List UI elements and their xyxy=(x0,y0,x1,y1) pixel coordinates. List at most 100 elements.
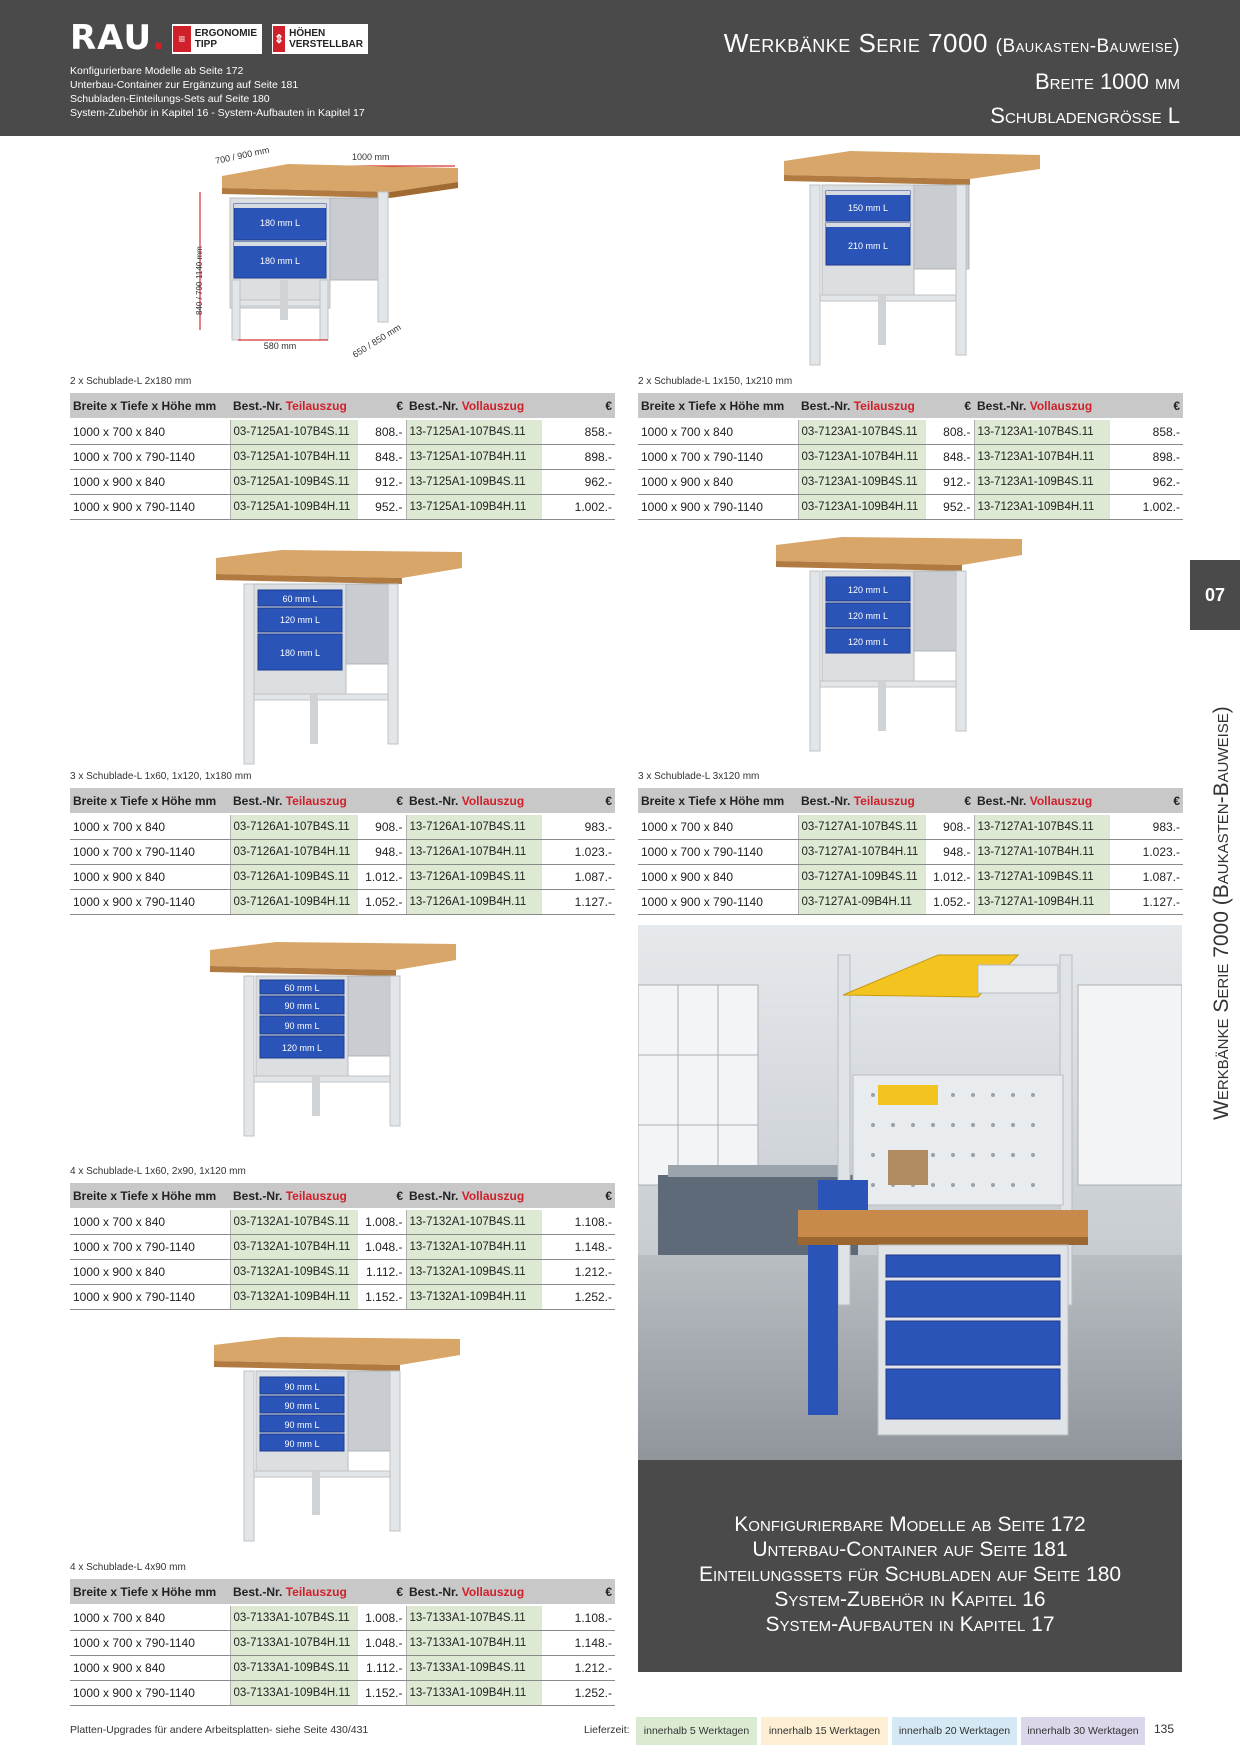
price-cell: 912.- xyxy=(358,469,406,495)
price-cell: 908.- xyxy=(358,814,406,840)
size-cell: 1000 x 900 x 790-1140 xyxy=(70,1680,230,1706)
size-cell: 1000 x 700 x 790-1140 xyxy=(70,1234,230,1260)
article-number-cell: 03-7133A1-107B4H.11 xyxy=(229,1630,358,1656)
col-vollauszug: Best.-Nr. Vollauszug xyxy=(974,788,1110,815)
size-cell: 1000 x 700 x 840 xyxy=(638,814,798,840)
drawer-label: 180 mm L xyxy=(280,648,320,658)
price-cell: 858.- xyxy=(1110,419,1183,445)
price-cell: 983.- xyxy=(1110,814,1183,840)
article-number-cell: 13-7123A1-109B4H.11 xyxy=(973,494,1110,520)
size-cell: 1000 x 900 x 790-1140 xyxy=(70,494,230,520)
article-number-cell: 03-7125A1-107B4H.11 xyxy=(229,444,358,470)
rau-logo: RAU. xyxy=(70,18,166,58)
size-cell: 1000 x 700 x 790-1140 xyxy=(70,444,230,470)
dim-width-label: 1000 mm xyxy=(352,152,390,162)
footer-note: Platten-Upgrades für andere Arbeitsplatt… xyxy=(70,1724,369,1736)
size-cell: 1000 x 900 x 790-1140 xyxy=(70,1284,230,1310)
article-number-cell: 13-7133A1-107B4S.11 xyxy=(405,1605,542,1631)
price-cell: 952.- xyxy=(358,494,406,520)
article-number-cell: 13-7127A1-109B4H.11 xyxy=(973,889,1110,915)
price-cell: 1.002.- xyxy=(1110,494,1183,520)
size-cell: 1000 x 700 x 840 xyxy=(70,1209,230,1235)
size-cell: 1000 x 700 x 790-1140 xyxy=(638,839,798,865)
size-cell: 1000 x 900 x 790-1140 xyxy=(70,889,230,915)
price-cell: 1.112.- xyxy=(358,1655,406,1681)
price-cell: 1.087.- xyxy=(1110,864,1183,890)
delivery-badge-20: innerhalb 20 Werktagen xyxy=(892,1717,1017,1745)
info-line: Konfigurierbare Modelle ab Seite 172 xyxy=(734,1513,1086,1536)
col-teilauszug: Best.-Nr. Teilauszug xyxy=(230,1183,358,1210)
price-cell: 962.- xyxy=(542,469,615,495)
col-eur: € xyxy=(358,788,406,815)
col-size: Breite x Tiefe x Höhe mm xyxy=(70,1183,230,1210)
col-eur: € xyxy=(358,1183,406,1210)
price-cell: 908.- xyxy=(926,814,974,840)
page-number: 135 xyxy=(1154,1722,1175,1736)
price-cell: 1.008.- xyxy=(358,1605,406,1631)
delivery-badge-5: innerhalb 5 Werktagen xyxy=(636,1717,757,1745)
drawer-label: 180 mm L xyxy=(260,218,300,228)
delivery-badge-15: innerhalb 15 Werktagen xyxy=(761,1717,888,1745)
workbench-image-3: 60 mm L 120 mm L 180 mm L xyxy=(216,550,462,765)
col-size: Breite x Tiefe x Höhe mm xyxy=(70,393,230,420)
drawer-label: 120 mm L xyxy=(282,1043,322,1053)
price-cell: 1.212.- xyxy=(542,1655,615,1681)
price-cell: 1.008.- xyxy=(358,1209,406,1235)
article-number-cell: 03-7125A1-107B4S.11 xyxy=(229,419,358,445)
price-cell: 948.- xyxy=(926,839,974,865)
article-number-cell: 03-7125A1-109B4S.11 xyxy=(229,469,358,495)
article-number-cell: 13-7123A1-109B4S.11 xyxy=(973,469,1110,495)
article-number-cell: 13-7125A1-107B4S.11 xyxy=(405,419,542,445)
article-number-cell: 03-7127A1-109B4S.11 xyxy=(797,864,926,890)
product-caption: 4 x Schublade-L 1x60, 2x90, 1x120 mm xyxy=(70,1166,246,1177)
size-cell: 1000 x 900 x 840 xyxy=(70,469,230,495)
article-number-cell: 03-7123A1-107B4H.11 xyxy=(797,444,926,470)
price-cell: 948.- xyxy=(358,839,406,865)
info-box: Konfigurierbare Modelle ab Seite 172 Unt… xyxy=(638,1460,1182,1672)
info-line: System-Zubehör in Kapitel 16 xyxy=(774,1588,1046,1611)
article-number-cell: 13-7126A1-109B4S.11 xyxy=(405,864,542,890)
ergonomie-icon: ≡ xyxy=(173,26,191,52)
col-size: Breite x Tiefe x Höhe mm xyxy=(638,788,798,815)
article-number-cell: 03-7132A1-109B4H.11 xyxy=(229,1284,358,1310)
drawer-label: 90 mm L xyxy=(284,1382,319,1392)
drawer-label: 90 mm L xyxy=(284,1001,319,1011)
dim-inner-width-label: 580 mm xyxy=(264,341,297,351)
col-eur: € xyxy=(542,1579,615,1606)
vertical-chapter-title: Werkbänke Serie 7000 (Baukasten-Bauweise… xyxy=(1210,706,1233,1120)
price-cell: 898.- xyxy=(542,444,615,470)
col-eur: € xyxy=(926,393,974,420)
drawer-label: 90 mm L xyxy=(284,1021,319,1031)
article-number-cell: 03-7133A1-109B4S.11 xyxy=(229,1655,358,1681)
col-teilauszug: Best.-Nr. Teilauszug xyxy=(230,393,358,420)
workbench-image-4: 120 mm L 120 mm L 120 mm L xyxy=(776,537,1022,752)
dim-height-label: 840 / 790-1140 mm xyxy=(195,246,204,315)
article-number-cell: 13-7123A1-107B4H.11 xyxy=(973,444,1110,470)
col-vollauszug: Best.-Nr. Vollauszug xyxy=(406,1183,542,1210)
price-cell: 1.152.- xyxy=(358,1680,406,1706)
price-cell: 952.- xyxy=(926,494,974,520)
article-number-cell: 13-7127A1-109B4S.11 xyxy=(973,864,1110,890)
article-number-cell: 03-7127A1-09B4H.11 xyxy=(797,889,926,915)
workbench-image-6: 90 mm L 90 mm L 90 mm L 90 mm L xyxy=(214,1337,460,1542)
height-adjust-icon: ⇕ xyxy=(273,26,286,52)
